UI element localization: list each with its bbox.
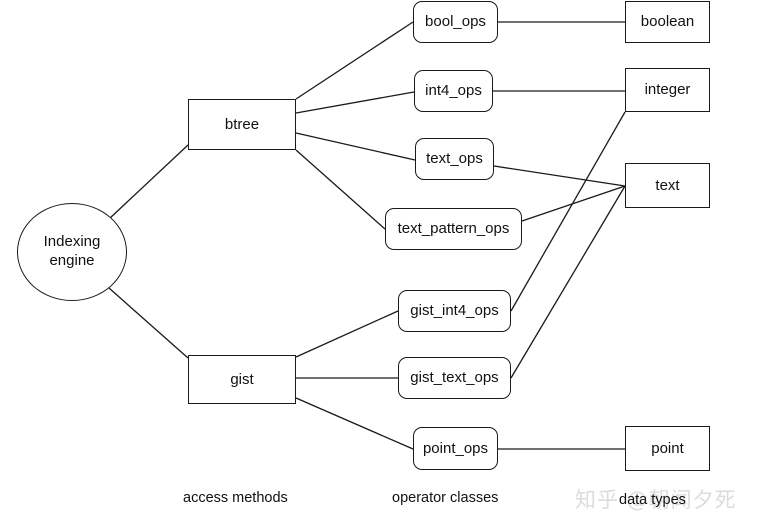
edge-gist-point-ops — [295, 397, 414, 450]
edge-btree-text-pattern-ops — [295, 149, 386, 230]
node-integer[interactable]: integer — [625, 68, 710, 112]
watermark-text: 知乎 @朝闻夕死 — [575, 488, 737, 512]
node-point[interactable]: point — [625, 426, 710, 471]
node-label-text-pattern-ops: text_pattern_ops — [397, 220, 510, 238]
node-label-point: point — [651, 439, 684, 457]
node-label-text-ops: text_ops — [426, 150, 483, 168]
node-point-ops[interactable]: point_ops — [413, 427, 498, 470]
edge-btree-int4-ops — [295, 91, 415, 114]
node-boolean[interactable]: boolean — [625, 1, 710, 43]
node-label-gist: gist — [230, 370, 254, 388]
edge-gist-text-ops-text — [510, 185, 626, 379]
node-label-integer: integer — [644, 81, 691, 99]
node-bool-ops[interactable]: bool_ops — [413, 1, 498, 43]
node-label-gist-int4-ops: gist_int4_ops — [410, 302, 499, 320]
edge-btree-text-ops — [295, 132, 416, 161]
column-label-data-types: data types — [619, 492, 686, 508]
edge-text-ops-text — [493, 165, 626, 187]
node-label-boolean: boolean — [640, 13, 695, 31]
edge-gist-gist-int4-ops — [295, 310, 399, 358]
node-btree[interactable]: btree — [188, 99, 296, 150]
node-label-bool-ops: bool_ops — [425, 13, 486, 31]
node-label-point-ops: point_ops — [422, 439, 489, 457]
node-label-text: text — [655, 176, 680, 194]
node-label-gist-text-ops: gist_text_ops — [410, 369, 499, 387]
node-gist[interactable]: gist — [188, 355, 296, 404]
edge-btree-bool-ops — [295, 21, 414, 100]
column-label-access-methods: access methods — [183, 490, 288, 506]
column-label-operator-classes: operator classes — [392, 490, 499, 506]
edge-engine-gist — [108, 287, 189, 359]
node-int4-ops[interactable]: int4_ops — [414, 70, 493, 112]
edge-engine-btree — [108, 144, 189, 220]
node-label-int4-ops: int4_ops — [425, 82, 482, 100]
edge-text-pattern-ops-text — [521, 185, 626, 222]
node-gist-int4-ops[interactable]: gist_int4_ops — [398, 290, 511, 332]
edge-gist-int4-ops-integer — [510, 111, 626, 312]
node-text-pattern-ops[interactable]: text_pattern_ops — [385, 208, 522, 250]
node-text[interactable]: text — [625, 163, 710, 208]
node-text-ops[interactable]: text_ops — [415, 138, 494, 180]
node-gist-text-ops[interactable]: gist_text_ops — [398, 357, 511, 399]
node-label-btree: btree — [224, 115, 260, 133]
